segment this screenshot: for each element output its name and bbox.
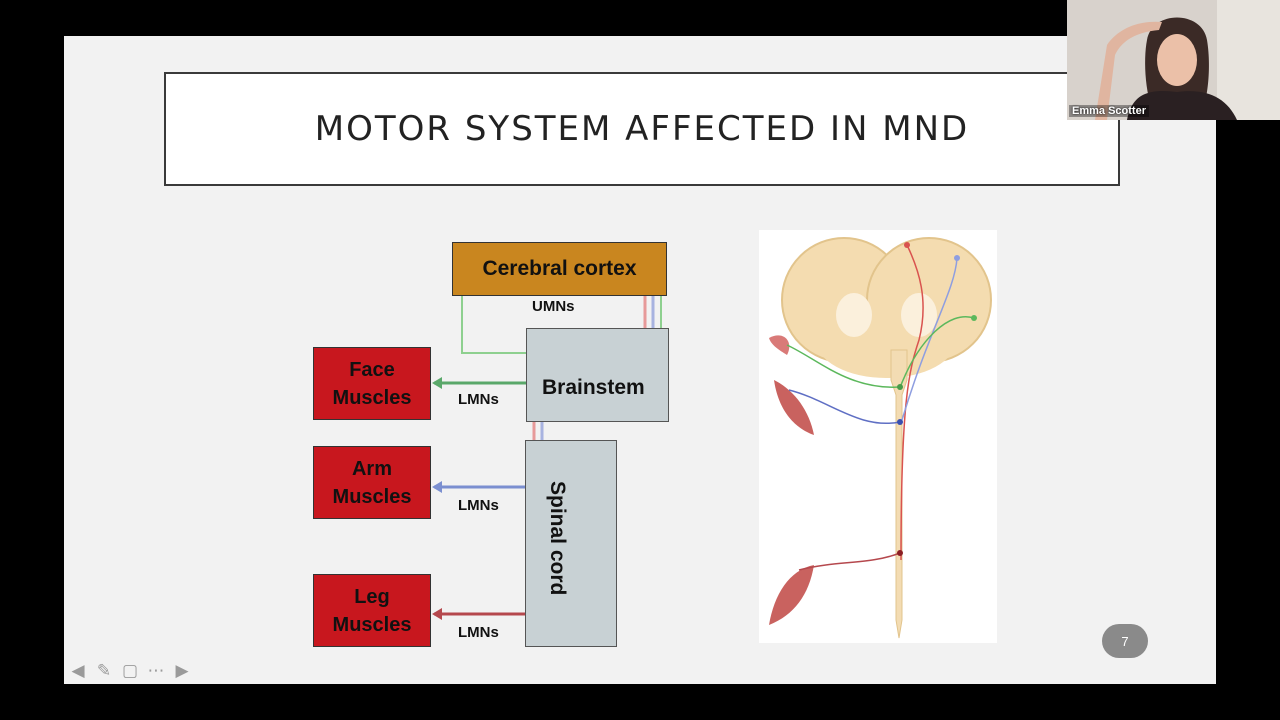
lmns-label-face: LMNs <box>458 391 499 408</box>
umns-label: UMNs <box>532 298 575 315</box>
leg-muscles-line2: Muscles <box>332 613 412 636</box>
participant-video[interactable]: Emma Scotter <box>1067 0 1280 120</box>
arm-muscles-line1: Arm <box>351 457 392 480</box>
brainstem-box <box>526 328 669 422</box>
page-number-badge: 7 <box>1102 624 1148 658</box>
face-muscles-box: Face Muscles <box>313 347 431 420</box>
brain-spinal-cord-image <box>769 237 992 639</box>
slide-title-box: MOTOR SYSTEM AFFECTED IN MND <box>164 72 1120 186</box>
screen-icon[interactable]: ▢ <box>121 661 139 681</box>
face-muscles-line1: Face <box>349 358 395 381</box>
face-muscles-line2: Muscles <box>332 386 412 409</box>
lmns-label-leg: LMNs <box>458 624 499 641</box>
leg-muscles-line1: Leg <box>354 585 390 608</box>
spinal-cord-box <box>525 440 617 647</box>
slide: MOTOR SYSTEM AFFECTED IN MND Cerebral co… <box>64 36 1216 684</box>
more-icon[interactable]: ⋯ <box>147 661 165 681</box>
spinal-cord-label: Spinal cord <box>546 481 569 596</box>
arm-muscles-box: Arm Muscles <box>313 446 431 519</box>
slideshow-toolbar: ◀ ✎ ▢ ⋯ ▶ <box>68 660 192 682</box>
cerebral-cortex-label: Cerebral cortex <box>482 257 637 280</box>
participant-name: Emma Scotter <box>1069 105 1149 117</box>
lmns-label-arm: LMNs <box>458 497 499 514</box>
pen-icon[interactable]: ✎ <box>96 661 112 681</box>
leg-muscles-box: Leg Muscles <box>313 574 431 647</box>
brainstem-label: Brainstem <box>542 376 645 399</box>
page-number: 7 <box>1121 633 1129 649</box>
anatomy-illustration <box>759 230 997 643</box>
cerebral-cortex-box: Cerebral cortex <box>452 242 667 296</box>
arrow-left-icon[interactable]: ◀ <box>71 661 85 681</box>
slide-title: MOTOR SYSTEM AFFECTED IN MND <box>314 109 970 149</box>
arrow-right-icon[interactable]: ▶ <box>175 661 189 681</box>
arm-muscles-line2: Muscles <box>332 485 412 508</box>
participant-video-image <box>1067 0 1280 120</box>
